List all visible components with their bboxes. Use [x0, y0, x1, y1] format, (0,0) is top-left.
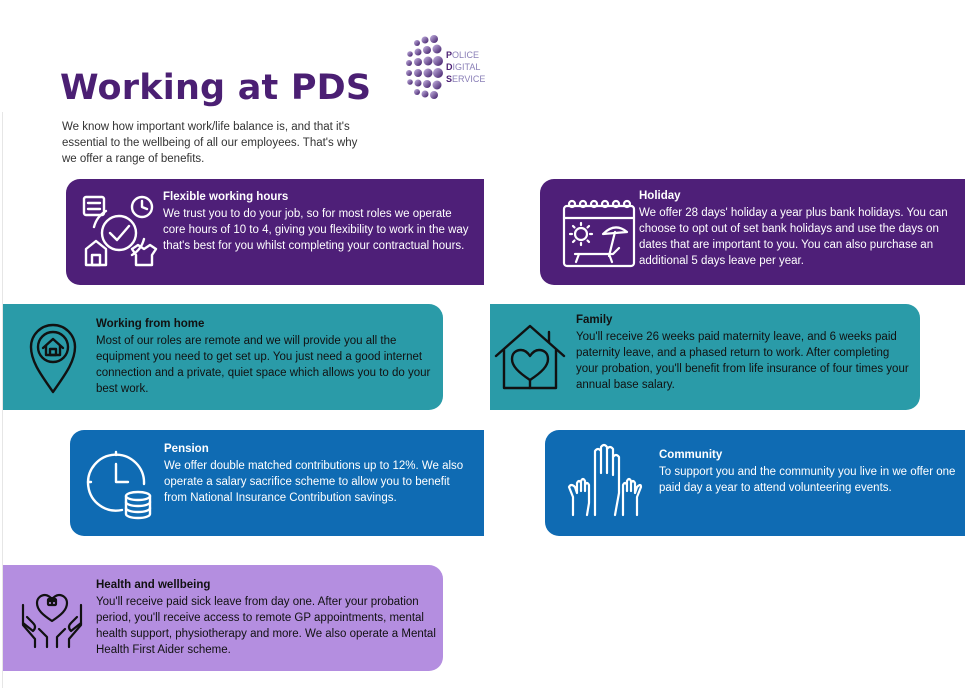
intro-text: We know how important work/life balance … — [62, 121, 358, 165]
benefit-card-working-from-home: Working from home Most of our roles are … — [3, 304, 443, 410]
clock-coins-icon — [82, 446, 156, 525]
benefit-title: Working from home — [96, 318, 205, 330]
benefit-title: Holiday — [639, 190, 681, 202]
benefit-body: We trust you to do your job, so for most… — [163, 208, 469, 252]
logo-wordmark: POLICE DIGITAL SERVICE — [446, 50, 486, 84]
home-location-pin-icon — [28, 322, 78, 401]
flexible-hours-icon — [80, 193, 158, 274]
benefit-card-health-wellbeing: Health and wellbeing You'll receive paid… — [3, 565, 443, 671]
benefit-card-holiday: Holiday We offer 28 days' holiday a year… — [540, 179, 965, 285]
benefit-card-pension: Pension We offer double matched contribu… — [70, 430, 484, 536]
benefit-title: Pension — [164, 443, 209, 455]
benefit-body: To support you and the community you liv… — [659, 466, 956, 494]
benefit-title: Flexible working hours — [163, 191, 289, 203]
benefit-title: Community — [659, 449, 723, 461]
benefit-body: You'll receive 26 weeks paid maternity l… — [576, 331, 909, 391]
pds-logo: POLICE DIGITAL SERVICE — [400, 30, 490, 106]
benefit-body: Most of our roles are remote and we will… — [96, 335, 431, 395]
benefit-card-flexible-working: Flexible working hours We trust you to d… — [66, 179, 484, 285]
benefit-title: Health and wellbeing — [96, 579, 211, 591]
benefit-card-family: Family You'll receive 26 weeks paid mate… — [490, 304, 920, 410]
benefit-body: You'll receive paid sick leave from day … — [96, 596, 436, 656]
logo-globe-icon — [406, 35, 443, 99]
house-heart-icon — [494, 322, 566, 397]
benefit-body: We offer 28 days' holiday a year plus ba… — [639, 207, 948, 267]
benefit-title: Family — [576, 314, 613, 326]
page-margin-line — [2, 112, 3, 688]
benefit-card-community: Community To support you and the communi… — [545, 430, 965, 536]
holiday-calendar-icon — [561, 196, 639, 275]
raised-hands-icon — [567, 443, 643, 522]
hands-heart-cross-icon — [19, 585, 85, 656]
benefit-body: We offer double matched contributions up… — [164, 460, 464, 504]
page-title: Working at PDS — [60, 68, 372, 108]
